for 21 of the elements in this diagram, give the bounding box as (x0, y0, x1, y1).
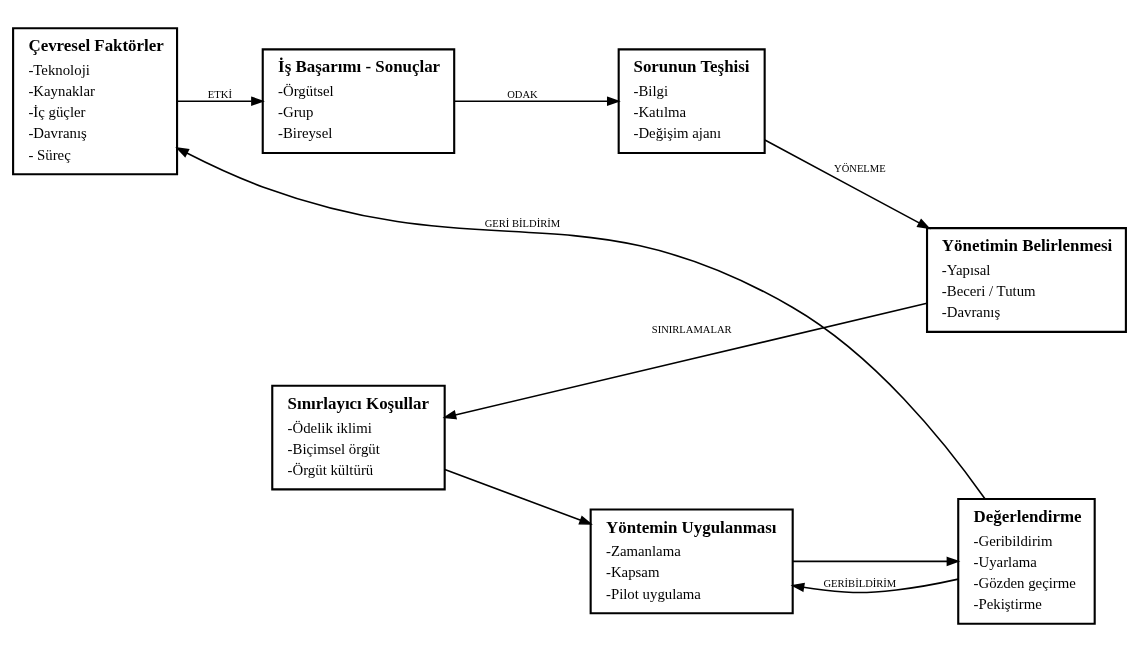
node-box: Değerlendirme -Geribildirim -Uyarlama -Gözden geçirme -Pekiştirme (957, 497, 1096, 625)
edge-label: ETKİ (207, 89, 232, 101)
node-box: İş Başarımı - Sonuçlar -Örgütsel -Grup -Bireysel (261, 48, 456, 155)
edge-label: SINIRLAMALAR (651, 323, 732, 335)
edge-label: ODAK (507, 89, 538, 101)
arrow (444, 468, 593, 525)
node-box: Yöntemin Uygulanması -Zamanlama -Kapsam -Pilot uygulama (589, 508, 794, 615)
arrow (175, 147, 986, 500)
arrow (790, 578, 960, 594)
arrow (453, 96, 621, 107)
arrow (176, 96, 265, 107)
node-box: Sınırlayıcı Koşullar -Ödelik iklimi -Biçimsel örgüt -Örgüt kültürü (271, 384, 446, 491)
edge-label: YÖNELME (834, 163, 886, 175)
node-box: Çevresel Faktörler -Teknoloji -Kaynaklar -İç güçler -Davranış - Süreç (12, 27, 179, 176)
node-box: Yönetimin Belirlenmesi -Yapısal -Beceri / Tutum -Davranış (925, 227, 1127, 333)
arrow (764, 139, 931, 230)
arrow (792, 556, 961, 567)
arrow (442, 302, 928, 420)
edge-label: GERİ BİLDİRİM (484, 218, 561, 230)
edge-label: GERİBİLDİRİM (823, 577, 897, 589)
node-box: Sorunun Teşhisi -Bilgi -Katılma -Değişim ajanı (617, 48, 766, 155)
